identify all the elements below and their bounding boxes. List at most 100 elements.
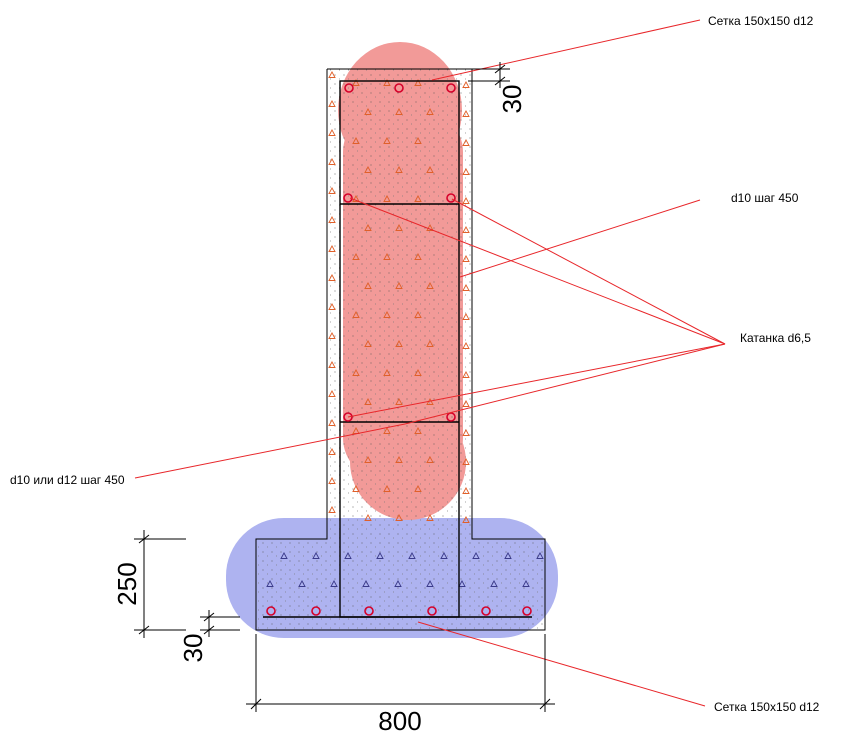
aggregate-mark (383, 369, 391, 376)
aggregate-mark (522, 580, 530, 587)
aggregate-mark (328, 274, 336, 281)
rebar (481, 606, 491, 616)
aggregate-mark (426, 108, 434, 115)
aggregate-mark (440, 552, 448, 559)
aggregate-mark (462, 371, 470, 378)
aggregate-mark (328, 216, 336, 223)
aggregate-mark (462, 516, 470, 523)
dim-top-cover-tick (494, 76, 506, 86)
aggregate-mark (395, 398, 403, 405)
aggregate-mark (408, 552, 416, 559)
aggregate-mark (328, 187, 336, 194)
aggregate-mark (395, 166, 403, 173)
aggregate-mark (414, 311, 422, 318)
aggregate-mark (490, 580, 498, 587)
aggregate-mark (414, 79, 422, 86)
aggregate-mark (328, 71, 336, 78)
dim-width-tick (250, 698, 262, 710)
aggregate-mark (352, 195, 360, 202)
aggregate-mark (395, 456, 403, 463)
aggregate-mark (328, 245, 336, 252)
leader-wire-rod-1 (349, 197, 726, 345)
aggregate-mark (364, 398, 372, 405)
aggregate-mark (462, 197, 470, 204)
aggregate-mark (426, 580, 434, 587)
rebar (446, 193, 456, 203)
label-mesh-bottom: Сетка 150х150 d12 (714, 700, 820, 714)
aggregate-mark (328, 158, 336, 165)
wall-and-footing-outline (255, 68, 546, 631)
aggregate-mark (462, 400, 470, 407)
aggregate-mark (458, 580, 466, 587)
dim-bottom-cover-tick (203, 612, 215, 622)
aggregate-mark (462, 226, 470, 233)
aggregate-mark (395, 224, 403, 231)
aggregate-mark (364, 166, 372, 173)
leader-mesh-top (431, 19, 701, 81)
aggregate-mark (462, 313, 470, 320)
wall-aggregate (328, 71, 470, 523)
aggregate-mark (462, 487, 470, 494)
aggregate-mark (462, 110, 470, 117)
rebar (394, 83, 404, 93)
aggregate-mark (328, 419, 336, 426)
aggregate-mark (426, 282, 434, 289)
aggregate-mark (383, 137, 391, 144)
aggregate-mark (280, 552, 288, 559)
aggregate-mark (462, 458, 470, 465)
aggregate-mark (383, 195, 391, 202)
rebar (343, 412, 353, 422)
aggregate-mark (328, 129, 336, 136)
aggregate-mark (395, 108, 403, 115)
aggregate-mark (364, 108, 372, 115)
aggregate-mark (352, 79, 360, 86)
label-wire-rod: Катанка d6,5 (740, 331, 811, 345)
aggregate-mark (328, 303, 336, 310)
dim-width-tick (539, 698, 551, 710)
aggregate-mark (328, 477, 336, 484)
leader-bar-d10 (459, 199, 701, 278)
aggregate-mark (328, 100, 336, 107)
aggregate-mark (364, 340, 372, 347)
aggregate-mark (462, 429, 470, 436)
aggregate-mark (364, 456, 372, 463)
aggregate-mark (328, 390, 336, 397)
aggregate-mark (362, 580, 370, 587)
aggregate-mark (462, 81, 470, 88)
aggregate-mark (328, 332, 336, 339)
aggregate-mark (426, 340, 434, 347)
dim-bottom-cover-tick (203, 625, 215, 635)
aggregate-mark (414, 195, 422, 202)
dim-footing-tick (138, 625, 150, 635)
aggregate-mark (414, 427, 422, 434)
footing-aggregate (266, 552, 544, 587)
aggregate-mark (414, 369, 422, 376)
aggregate-mark (376, 552, 384, 559)
aggregate-mark (383, 485, 391, 492)
aggregate-mark (364, 282, 372, 289)
aggregate-mark (298, 580, 306, 587)
rebar (364, 606, 374, 616)
aggregate-mark (330, 580, 338, 587)
aggregate-mark (352, 485, 360, 492)
label-bar-d10: d10 шаг 450 (731, 191, 799, 205)
leader-bar-d10-d12 (134, 423, 406, 479)
aggregate-mark (383, 427, 391, 434)
dim-footing-tick (138, 534, 150, 544)
aggregate-mark (426, 456, 434, 463)
section-outline (255, 68, 546, 631)
aggregate-mark (536, 552, 544, 559)
aggregate-mark (352, 137, 360, 144)
aggregate-mark (395, 282, 403, 289)
aggregate-mark (472, 552, 480, 559)
aggregate-mark (395, 340, 403, 347)
dim-bottom-cover-value: 30 (178, 634, 208, 663)
aggregate-mark (462, 139, 470, 146)
aggregate-mark (414, 253, 422, 260)
aggregate-mark (344, 552, 352, 559)
aggregate-mark (462, 284, 470, 291)
concrete-texture (256, 69, 545, 630)
label-bar-d10-d12: d10 или d12 шаг 450 (10, 473, 125, 487)
dim-top-cover-value: 30 (497, 85, 527, 114)
aggregate-mark (426, 166, 434, 173)
